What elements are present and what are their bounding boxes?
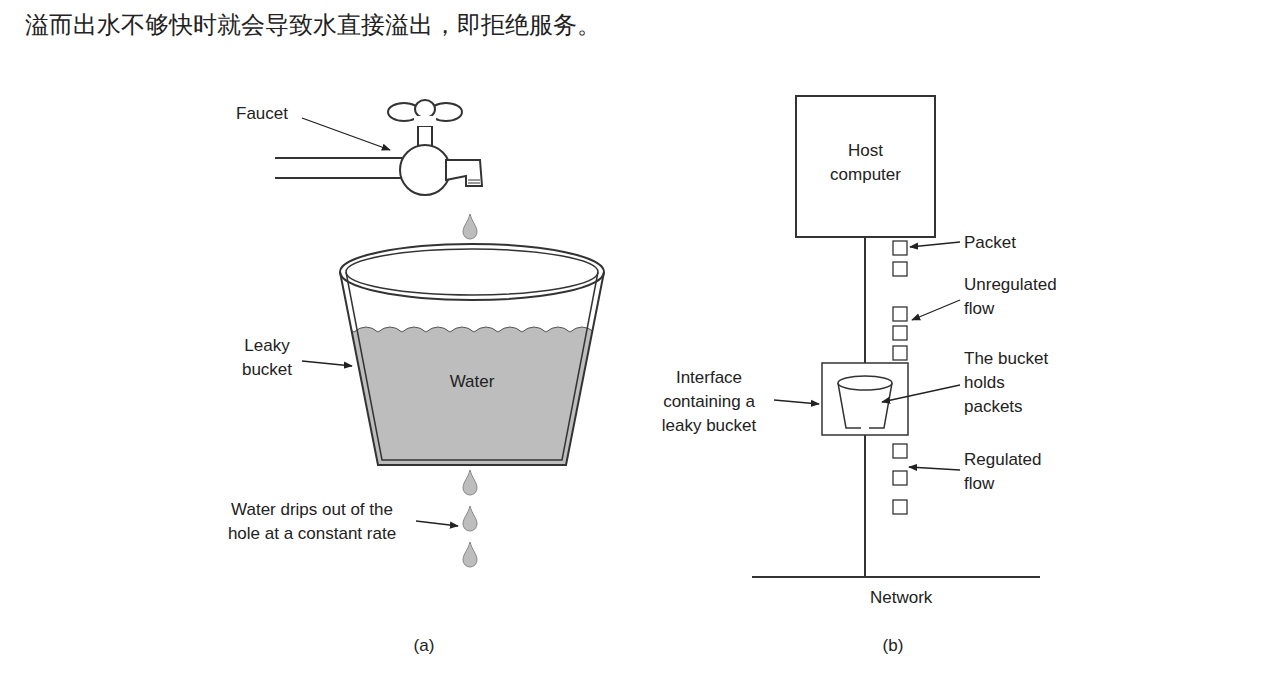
- figure-tag: (a): [404, 634, 444, 658]
- packet-square: [893, 307, 907, 321]
- figure-tag: (b): [873, 634, 913, 658]
- packet-squares: [893, 241, 907, 514]
- part-label: Unregulated flow: [964, 273, 1069, 321]
- part-label: Water: [432, 370, 512, 394]
- packet-square: [893, 346, 907, 360]
- packet-square: [893, 241, 907, 255]
- part-label: Network: [870, 586, 960, 610]
- note-label: Water drips out of the hole at a constan…: [214, 498, 410, 546]
- leader-arrows: [774, 242, 960, 470]
- leaky-bucket-symbol: [330, 244, 618, 470]
- faucet-symbol: [275, 100, 482, 195]
- packet-square: [893, 262, 907, 276]
- part-label: Leaky bucket: [234, 334, 300, 382]
- part-label: Packet: [964, 231, 1054, 255]
- water-drop: [463, 506, 477, 531]
- water-drop: [463, 470, 477, 495]
- packet-square: [893, 500, 907, 514]
- packet-square: [893, 444, 907, 458]
- part-label: Regulated flow: [964, 448, 1056, 496]
- heading-text: 溢而出水不够快时就会导致水直接溢出，即拒绝服务。: [25, 10, 1255, 40]
- water-drop: [463, 542, 477, 567]
- packet-square: [893, 326, 907, 340]
- packet-square: [893, 471, 907, 485]
- part-label: Faucet: [236, 102, 306, 126]
- host-computer-box: Host computer: [795, 95, 936, 238]
- part-label: The bucket holds packets: [964, 347, 1056, 419]
- water-drop: [463, 214, 477, 239]
- node-label: Host computer: [824, 139, 908, 187]
- part-label: Interface containing a leaky bucket: [648, 366, 770, 438]
- leader-arrows: [302, 118, 458, 526]
